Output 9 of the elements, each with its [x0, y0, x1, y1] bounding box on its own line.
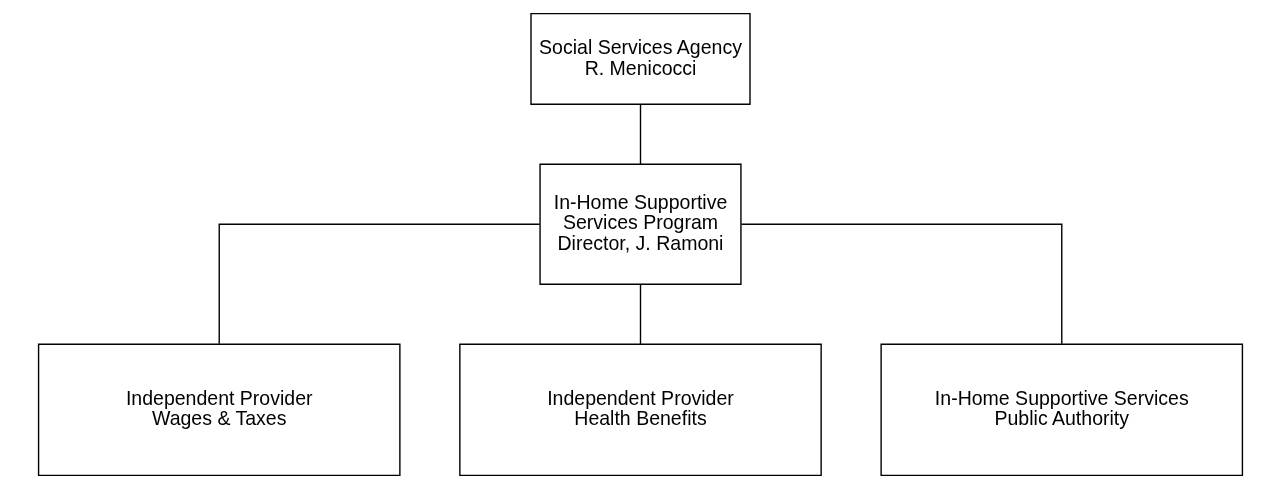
node-box: In-Home Supportive Services Program Director, J. Ramoni: [539, 163, 742, 285]
connector: [740, 223, 1063, 345]
node-box: Social Services Agency R. Menicocci: [530, 12, 751, 105]
connector: [218, 223, 541, 345]
node-box: Independent Provider Wages & Taxes: [37, 343, 401, 477]
node-box: Independent Provider Health Benefits: [459, 343, 822, 477]
connector: [639, 283, 642, 345]
connector: [639, 103, 642, 165]
node-box: In-Home Supportive Services Public Authority: [880, 343, 1244, 477]
